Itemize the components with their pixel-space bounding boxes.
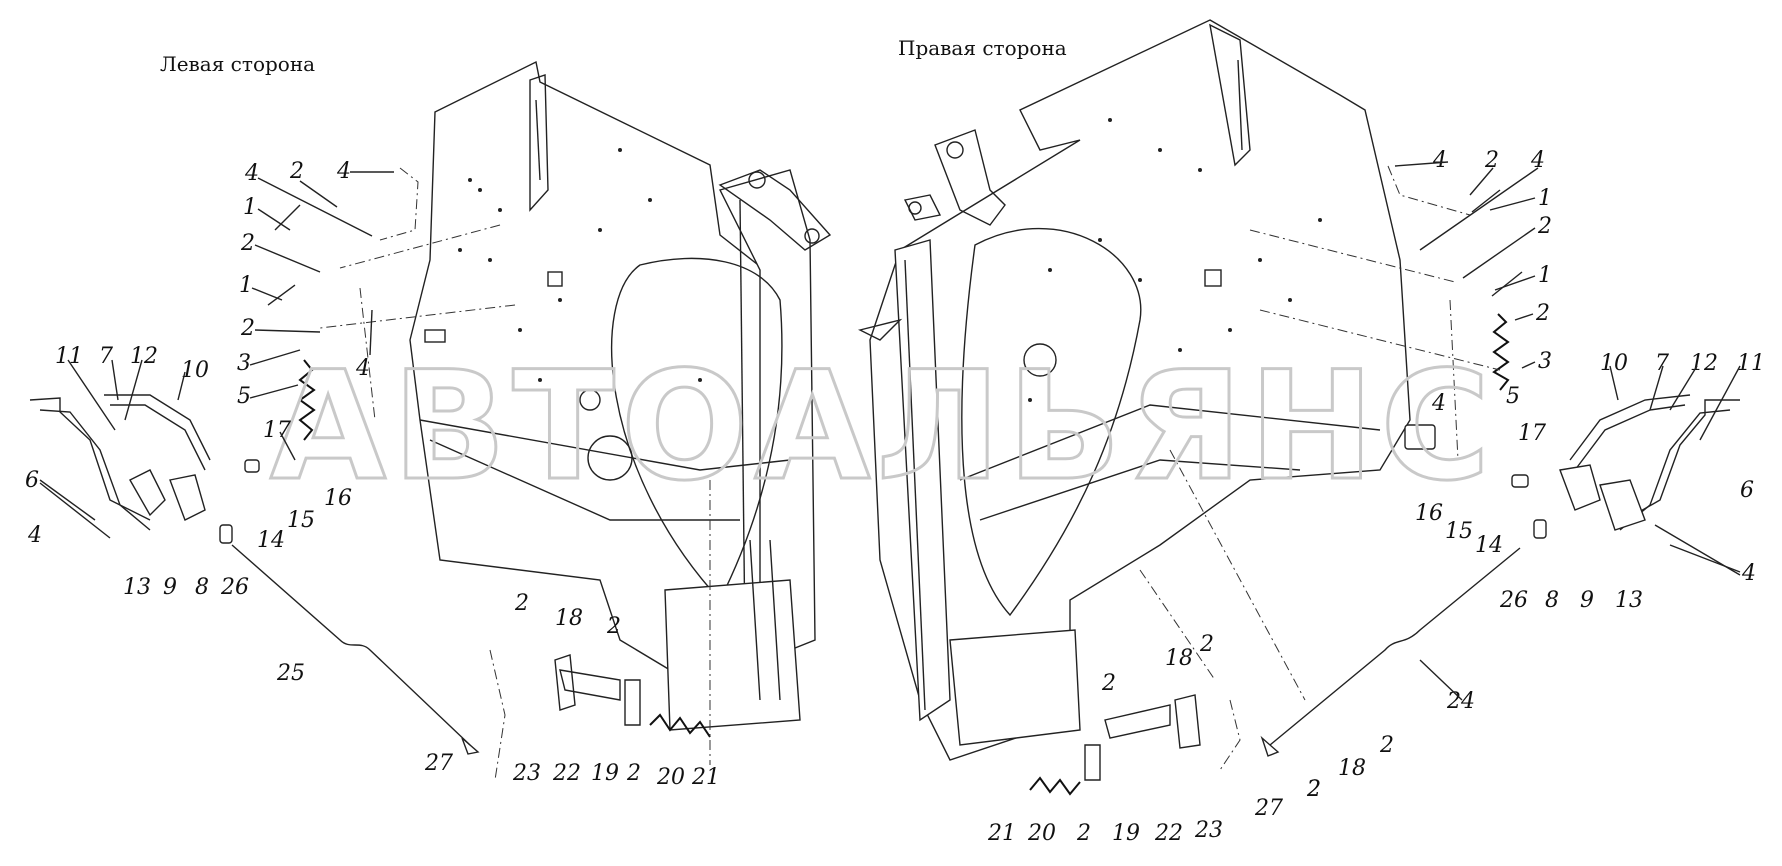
callout-label: 2: [626, 761, 641, 786]
callout-label: 20: [1027, 821, 1056, 846]
callout-label: 19: [591, 761, 619, 786]
callout-label: 1: [239, 273, 253, 298]
callout-label: 4: [1741, 561, 1756, 586]
callout-label: 4: [1530, 148, 1545, 173]
callout-label: 11: [1737, 351, 1765, 376]
callout-label: 13: [1615, 588, 1643, 613]
callout-label: 18: [555, 606, 583, 631]
callout-label: 1: [243, 195, 257, 220]
callout-label: 4: [1431, 391, 1446, 416]
callout-label: 2: [514, 591, 529, 616]
right-side-title: Правая сторона: [898, 36, 1067, 60]
right-loose-parts: [1029, 165, 1740, 796]
callout-label: 2: [1484, 148, 1499, 173]
callout-label: 16: [1415, 501, 1443, 526]
callout-label: 26: [1499, 588, 1528, 613]
callout-label: 22: [1154, 821, 1183, 846]
callout-label: 13: [123, 575, 151, 600]
callout-label: 24: [1446, 689, 1475, 714]
callout-label: 11: [55, 344, 83, 369]
callout-label: 25: [276, 661, 305, 686]
callout-label: 20: [656, 765, 685, 790]
callout-label: 4: [355, 356, 370, 381]
callout-label: 22: [552, 761, 581, 786]
callout-label: 2: [1535, 301, 1550, 326]
callout-label: 23: [1194, 818, 1223, 843]
callout-label: 17: [263, 418, 291, 443]
callout-label: 1: [1538, 263, 1552, 288]
leader-lines: [39, 161, 1741, 701]
callout-label: 2: [289, 159, 304, 184]
callout-label: 26: [220, 575, 249, 600]
callout-label: 21: [691, 765, 720, 790]
callout-label: 21: [987, 821, 1016, 846]
callout-label: 3: [237, 351, 251, 376]
watermark-text: АВТОАЛЬЯНС: [270, 340, 1496, 514]
callout-label: 2: [240, 231, 255, 256]
callout-label: 2: [1306, 777, 1321, 802]
callout-label: 2: [1537, 214, 1552, 239]
callout-label: 6: [1740, 478, 1754, 503]
left-callouts: 4 2 4 1 2 1 2 3 4 5 11 7 12 10 6 17 16 1…: [25, 159, 720, 790]
callout-label: 18: [1165, 646, 1193, 671]
callout-label: 9: [1580, 588, 1594, 613]
right-frame-drawing: [857, 19, 1436, 761]
callout-label: 1: [1538, 186, 1552, 211]
callout-label: 12: [130, 344, 158, 369]
callout-label: 17: [1518, 421, 1546, 446]
callout-label: 7: [1655, 351, 1669, 376]
callout-label: 5: [237, 384, 251, 409]
callout-label: 2: [1076, 821, 1091, 846]
callout-label: 7: [99, 344, 113, 369]
callout-label: 2: [1199, 632, 1214, 657]
callout-label: 3: [1538, 349, 1552, 374]
callout-label: 27: [424, 751, 453, 776]
right-callouts: 4 2 4 1 2 1 2 3 4 5 10 7 12 11 6 17 16 1…: [987, 148, 1765, 846]
callout-label: 4: [27, 523, 42, 548]
callout-label: 12: [1690, 351, 1718, 376]
callout-label: 4: [1432, 148, 1447, 173]
callout-label: 14: [257, 528, 285, 553]
callout-label: 8: [1545, 588, 1559, 613]
callout-label: 19: [1112, 821, 1140, 846]
callout-label: 10: [181, 358, 209, 383]
callout-label: 23: [512, 761, 541, 786]
callout-label: 15: [287, 508, 315, 533]
callout-label: 4: [244, 161, 259, 186]
callout-label: 9: [163, 575, 177, 600]
callout-label: 2: [1101, 671, 1116, 696]
callout-label: 14: [1475, 533, 1503, 558]
callout-label: 2: [1379, 733, 1394, 758]
callout-label: 5: [1506, 384, 1520, 409]
callout-label: 2: [1306, 777, 1321, 802]
callout-label: 16: [324, 486, 352, 511]
left-frame-drawing: [409, 60, 832, 731]
callout-label: 15: [1445, 519, 1473, 544]
callout-label: 10: [1600, 351, 1628, 376]
callout-label: 27: [1254, 796, 1283, 821]
callout-label: 2: [240, 316, 255, 341]
callout-label: 4: [336, 159, 351, 184]
callout-label: 18: [1338, 756, 1366, 781]
left-loose-parts: [29, 167, 711, 781]
callout-label: 6: [25, 468, 39, 493]
callout-label: 2: [606, 614, 621, 639]
callout-label: 8: [195, 575, 209, 600]
left-side-title: Левая сторона: [160, 52, 315, 76]
